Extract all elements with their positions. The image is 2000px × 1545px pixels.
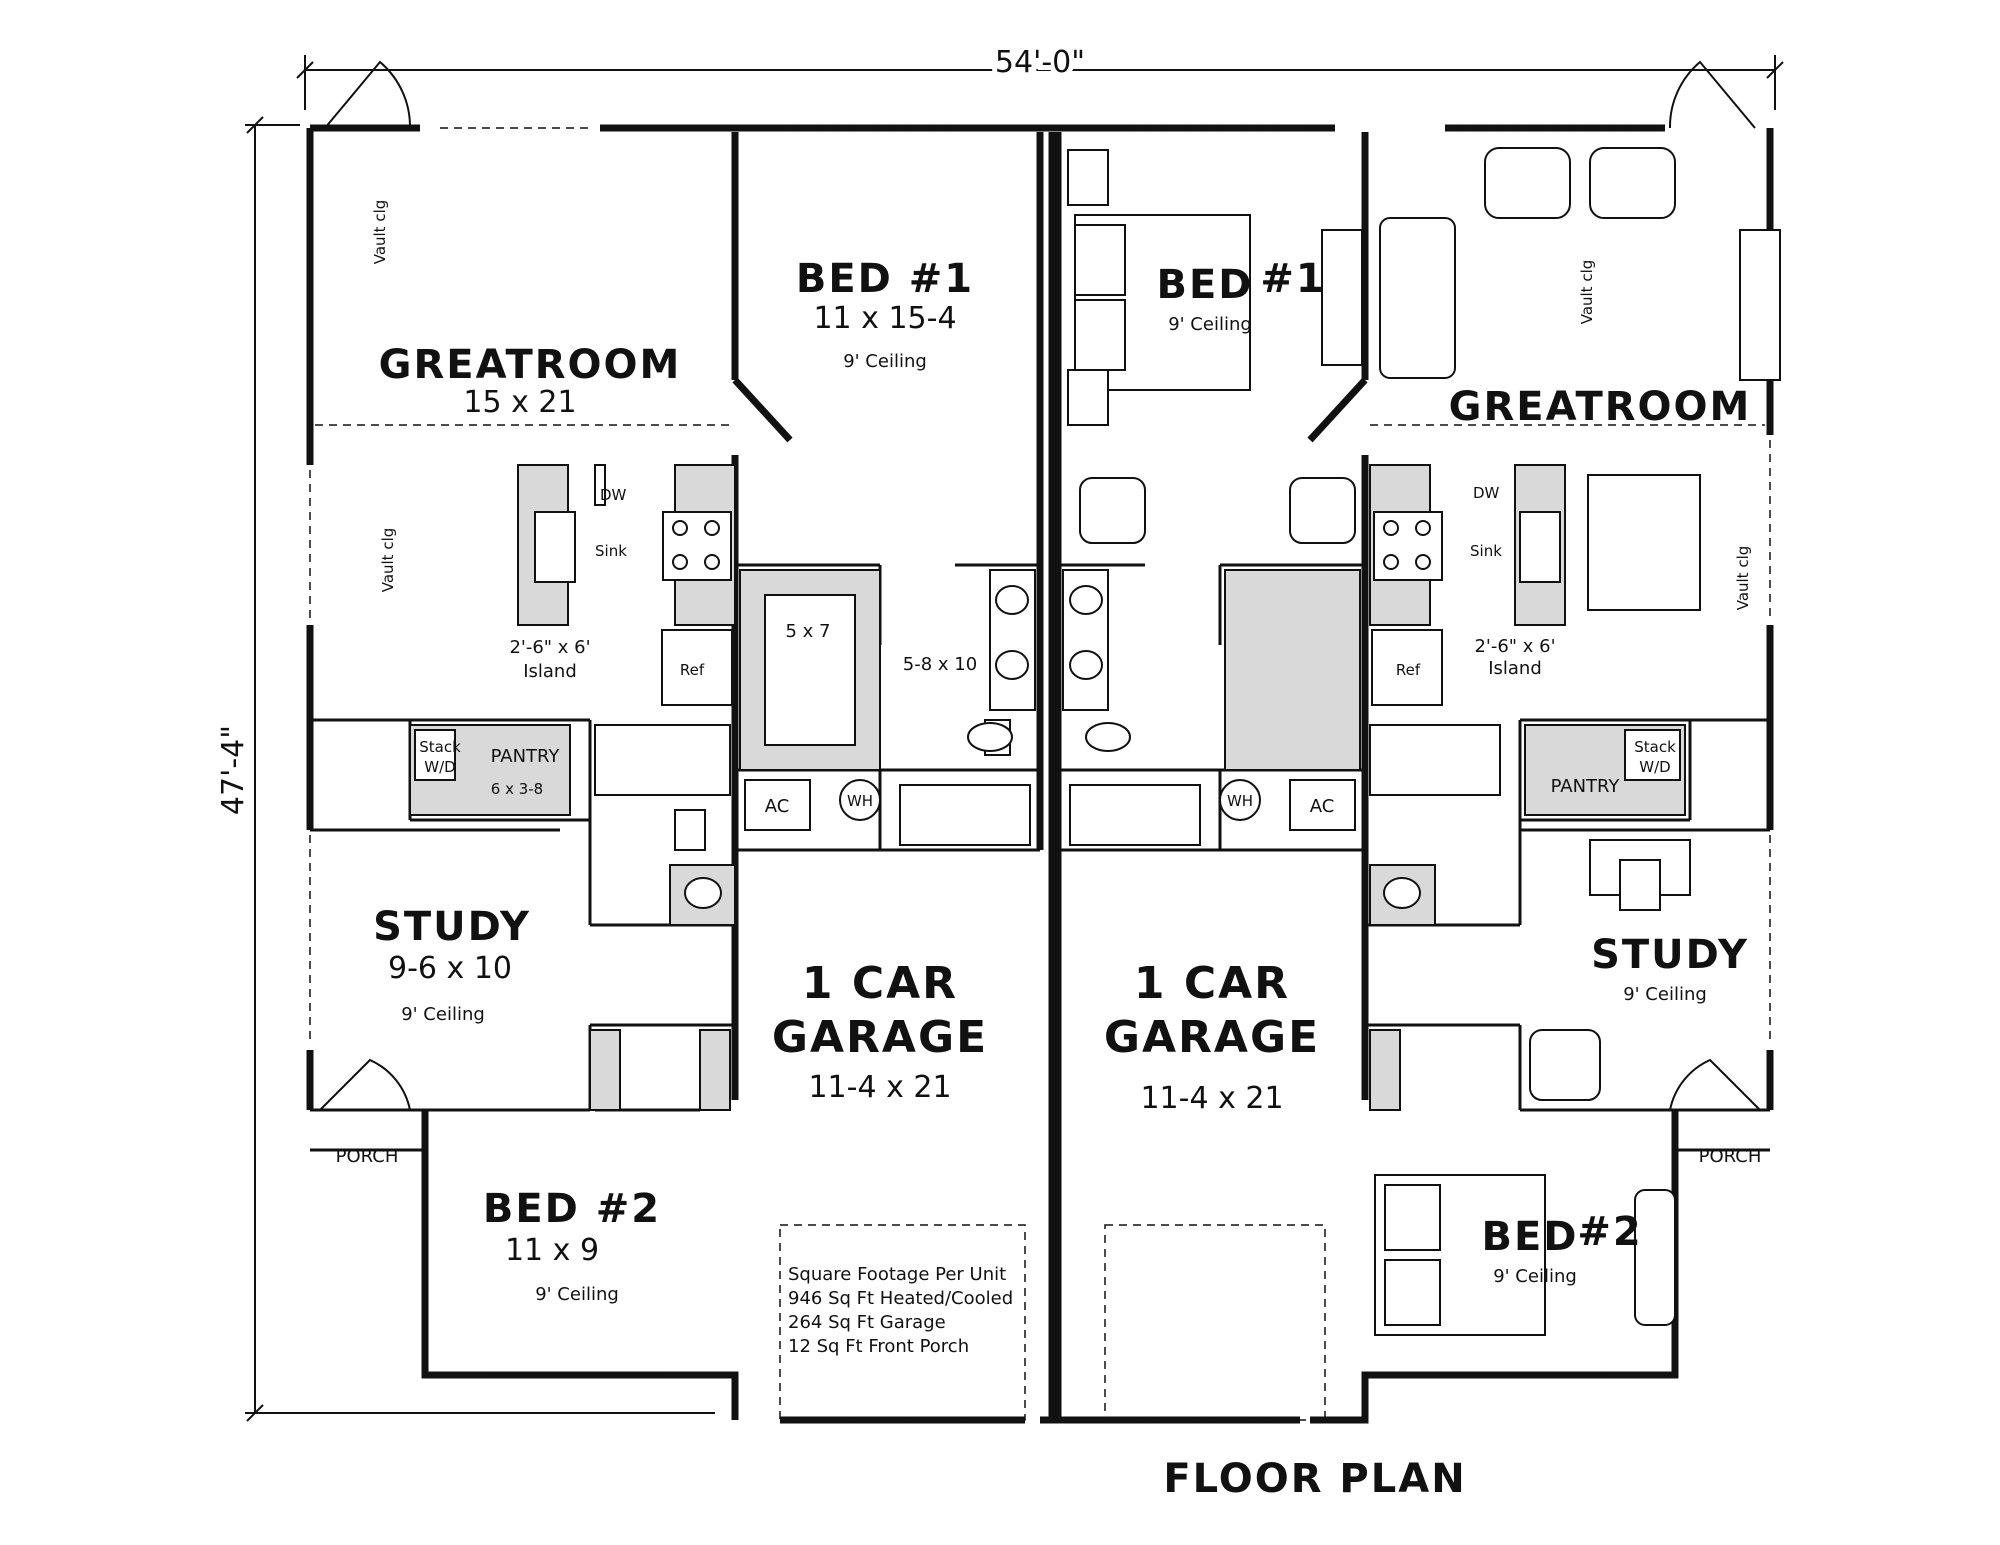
right-bed2-name: BED [1481, 1214, 1578, 1260]
right-porch-label: PORCH [1699, 1146, 1762, 1167]
right-dw-label: DW [1473, 484, 1500, 502]
depth-dimension-label: 47'-4" [216, 725, 251, 815]
left-closet-size: 5 x 7 [786, 621, 831, 642]
left-porch-label: PORCH [336, 1146, 399, 1167]
sqft-line-4: 12 Sq Ft Front Porch [788, 1336, 969, 1357]
left-island-size: 2'-6" x 6' [509, 637, 590, 658]
dimension-lines [245, 55, 1784, 1422]
right-furniture [1067, 147, 1781, 1336]
right-bed2-num: #2 [1577, 1209, 1642, 1255]
left-ac-label: AC [765, 796, 790, 817]
right-ref-label: Ref [1396, 661, 1421, 679]
right-vault-top: Vault clg [1578, 260, 1596, 325]
right-stack-label: Stack [1634, 738, 1676, 756]
left-pantry-name: PANTRY [491, 746, 561, 767]
right-bed1-ceiling: 9' Ceiling [1168, 314, 1252, 335]
right-bath-closet [1062, 569, 1691, 1111]
left-bed1-name: BED #1 [796, 256, 974, 302]
left-greatroom-size: 15 x 21 [463, 385, 576, 420]
left-wd-label: W/D [424, 758, 455, 776]
right-study-name: STUDY [1591, 932, 1749, 978]
left-study-name: STUDY [373, 904, 531, 950]
right-bed1-name: BED [1156, 262, 1253, 308]
right-wh-label: WH [1227, 792, 1253, 810]
square-footage-note: Square Footage Per Unit 946 Sq Ft Heated… [788, 1264, 1013, 1357]
right-island-label: Island [1488, 658, 1542, 679]
interior-walls-right [1058, 132, 1770, 1112]
sqft-line-3: 264 Sq Ft Garage [788, 1312, 946, 1333]
left-garage-door [779, 1224, 1026, 1421]
left-kitchen [409, 464, 736, 816]
left-study-ceiling: 9' Ceiling [401, 1004, 485, 1025]
right-wd-label: W/D [1639, 758, 1670, 776]
windows [309, 127, 1771, 1376]
left-bed2-name: BED #2 [483, 1186, 661, 1232]
right-sink-label: Sink [1470, 542, 1502, 560]
left-wh-label: WH [847, 792, 873, 810]
sqft-line-2: 946 Sq Ft Heated/Cooled [788, 1288, 1013, 1309]
left-garage-line1: 1 CAR [802, 958, 958, 1009]
right-garage-line2: GARAGE [1104, 1012, 1320, 1063]
left-garage-size: 11-4 x 21 [808, 1070, 951, 1105]
left-sink-label: Sink [595, 542, 627, 560]
left-vault-bottom: Vault clg [379, 528, 397, 593]
left-greatroom-name: GREATROOM [379, 342, 682, 388]
right-study-ceiling: 9' Ceiling [1623, 984, 1707, 1005]
right-island-size: 2'-6" x 6' [1474, 636, 1555, 657]
right-vault-bottom: Vault clg [1734, 546, 1752, 611]
right-garage-door [1104, 1224, 1326, 1421]
left-bath-closet [589, 569, 1036, 1111]
left-pantry-size: 6 x 3-8 [491, 780, 543, 798]
right-kitchen [1369, 464, 1701, 816]
left-island-label: Island [523, 661, 577, 682]
left-study-size: 9-6 x 10 [388, 951, 512, 986]
right-pantry-name: PANTRY [1551, 776, 1621, 797]
left-ref-label: Ref [680, 661, 705, 679]
right-greatroom-name: GREATROOM [1449, 384, 1752, 430]
right-garage-size: 11-4 x 21 [1140, 1081, 1283, 1116]
left-bed1-ceiling: 9' Ceiling [843, 351, 927, 372]
sqft-line-1: Square Footage Per Unit [788, 1264, 1006, 1285]
left-stack-label: Stack [419, 738, 461, 756]
plan-title: FLOOR PLAN [1163, 1456, 1466, 1502]
right-garage-line1: 1 CAR [1134, 958, 1290, 1009]
width-dimension-label: 54'-0" [995, 45, 1085, 80]
left-vault-top: Vault clg [371, 200, 389, 265]
left-bed1-size: 11 x 15-4 [813, 301, 956, 336]
entry-doors [319, 60, 1761, 1111]
right-bed2-ceiling: 9' Ceiling [1493, 1266, 1577, 1287]
left-garage-line2: GARAGE [772, 1012, 988, 1063]
right-ac-label: AC [1310, 796, 1335, 817]
left-bed2-ceiling: 9' Ceiling [535, 1284, 619, 1305]
right-bed1-num: #1 [1260, 256, 1325, 302]
left-bath-size: 5-8 x 10 [903, 654, 977, 675]
left-bed2-size: 11 x 9 [505, 1233, 599, 1268]
left-dw-label: DW [600, 486, 627, 504]
